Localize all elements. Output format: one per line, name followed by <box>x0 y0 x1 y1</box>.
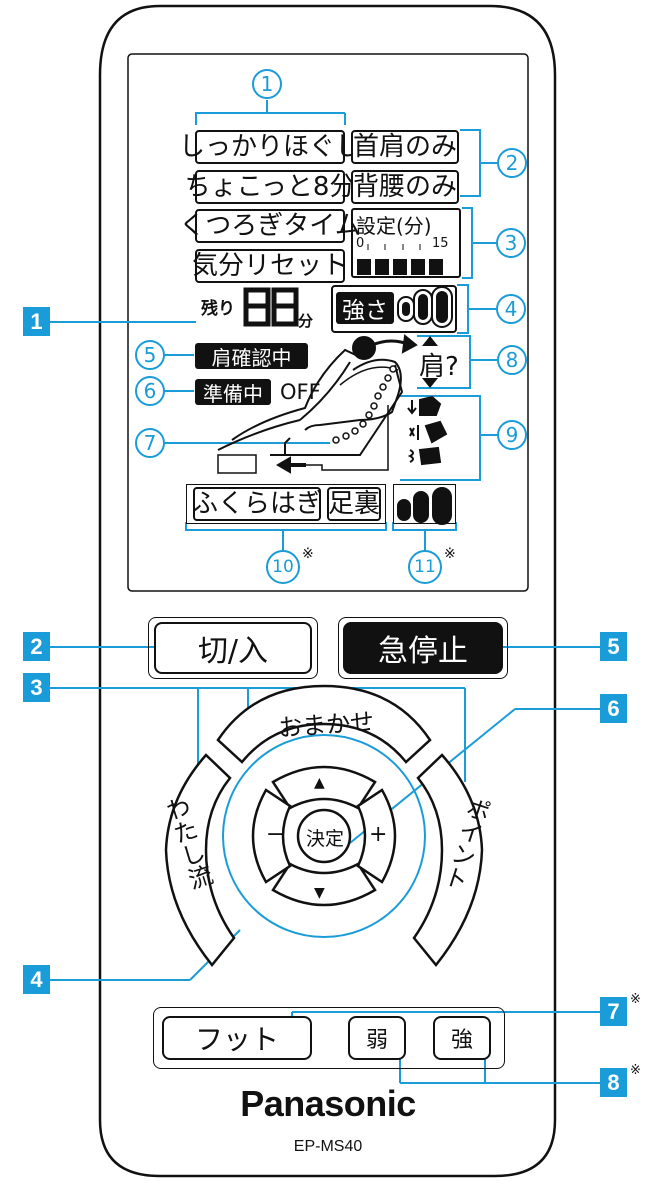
confirm-button[interactable]: 決定 <box>306 828 345 850</box>
setting-bars <box>357 244 443 275</box>
model-number: EP-MS40 <box>293 1138 363 1155</box>
minus-shape <box>251 788 292 884</box>
power-button[interactable]: 切/入 <box>154 622 312 674</box>
massage-dots <box>332 365 397 444</box>
callout-4: 4 <box>496 294 526 324</box>
callout-3: 3 <box>496 228 526 258</box>
weak-button[interactable]: 弱 <box>348 1016 406 1060</box>
strength-label: 強さ <box>336 292 394 324</box>
callout-10-asterisk: ※ <box>302 546 314 562</box>
emergency-stop-button[interactable]: 急停止 <box>343 622 503 674</box>
omakase-shape <box>216 684 432 764</box>
power-button-frame <box>148 617 318 679</box>
bottom-button-frame <box>153 1007 505 1069</box>
callout-6: 6 <box>135 376 165 406</box>
marker-7-asterisk: ※ <box>630 992 641 1007</box>
callout-7: 7 <box>135 428 165 458</box>
shoulder-check-indicator: 肩確認中 <box>195 343 308 370</box>
remaining-label: 残り <box>201 299 235 319</box>
strength-box <box>331 285 457 333</box>
marker-6: 6 <box>600 694 627 723</box>
point-shape <box>412 753 484 967</box>
setting-label: 設定(分) <box>356 214 432 238</box>
brand-logo: Panasonic <box>240 1083 416 1124</box>
up-button[interactable]: ▲ <box>314 775 325 791</box>
lcd-btn-kibun: 気分リセット <box>192 249 349 283</box>
mode-icons <box>407 395 448 466</box>
marker-7: 7 <box>600 997 627 1026</box>
lcd-btn-kubikata: 首肩のみ <box>351 130 459 164</box>
pill-frame <box>393 484 456 524</box>
callout-1: 1 <box>252 69 282 99</box>
minutes-unit: 分 <box>298 312 314 330</box>
off-indicator: OFF <box>280 380 321 404</box>
marker-8-asterisk: ※ <box>630 1063 641 1078</box>
shoulder-question: 肩? <box>419 352 459 382</box>
callout-11-asterisk: ※ <box>444 546 456 562</box>
setting-box <box>351 208 461 278</box>
marker-1: 1 <box>23 307 50 336</box>
shoulder-arrows <box>422 336 438 388</box>
chair-figure <box>217 334 418 474</box>
lcd-btn-fukurahagi: ふくらはぎ <box>192 487 323 521</box>
intensity-pills-11 <box>395 485 454 527</box>
lcd-btn-sekoshi: 背腰のみ <box>351 170 459 204</box>
scale-end: 15 <box>432 236 449 251</box>
callout-11: 11 <box>408 550 442 584</box>
lcd-btn-sokura: 足裏 <box>327 487 381 521</box>
marker-8: 8 <box>600 1068 627 1097</box>
callout-2: 2 <box>497 148 527 178</box>
minus-button[interactable]: − <box>266 822 285 847</box>
bottom-lcd-frame <box>186 484 386 524</box>
stop-button-frame <box>338 617 508 679</box>
callout-10: 10 <box>266 550 300 584</box>
watashi-shape <box>164 753 236 967</box>
plus-shape <box>356 788 397 884</box>
scale-start: 0 <box>356 236 365 251</box>
marker-4: 4 <box>23 965 50 994</box>
down-shape <box>271 862 377 907</box>
down-button[interactable]: ▼ <box>314 885 325 901</box>
segment-digits <box>243 287 299 327</box>
plus-button[interactable]: + <box>369 822 388 847</box>
callout-8: 8 <box>497 345 527 375</box>
lcd-btn-kutsurogi: くつろぎタイム <box>179 209 361 243</box>
marker-5: 5 <box>600 632 627 661</box>
callout-9: 9 <box>497 420 527 450</box>
strong-button[interactable]: 強 <box>433 1016 491 1060</box>
strength-pills <box>397 286 453 328</box>
marker-2: 2 <box>23 632 50 661</box>
preparing-indicator: 準備中 <box>195 379 271 406</box>
foot-button[interactable]: フット <box>162 1016 312 1060</box>
callout-5: 5 <box>135 340 165 370</box>
marker-3: 3 <box>23 673 50 702</box>
lcd-btn-shikkari: しっかりほぐし <box>179 130 362 164</box>
lcd-btn-chokotto: ちょこっと8分 <box>184 170 356 204</box>
up-shape <box>271 765 377 810</box>
